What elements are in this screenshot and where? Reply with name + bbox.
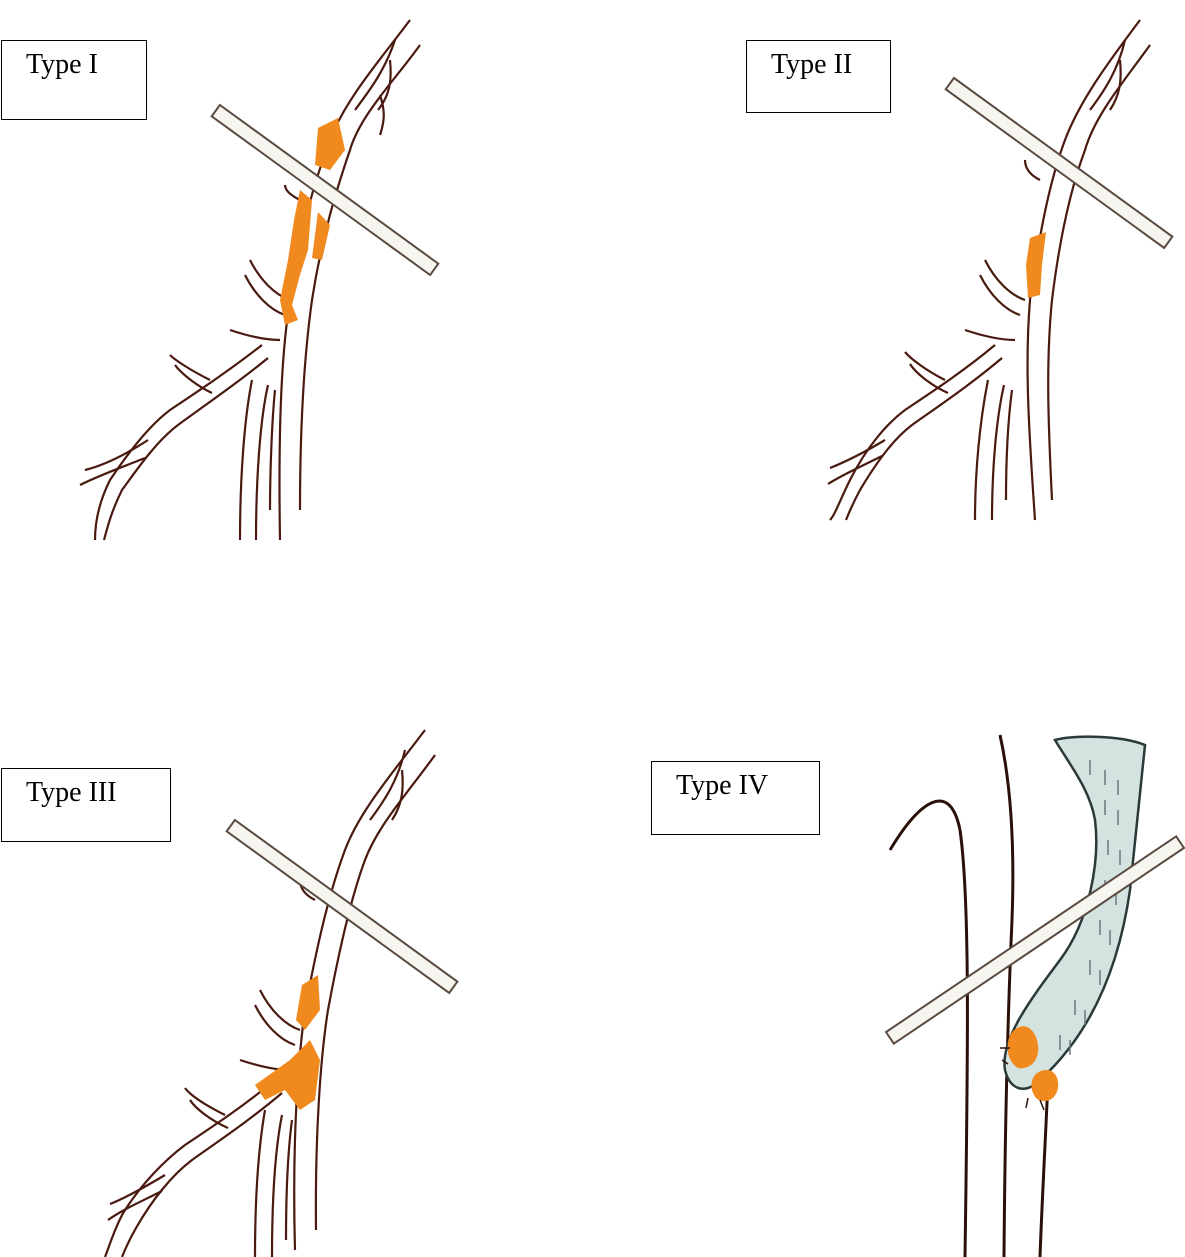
vessel-main-left bbox=[1000, 735, 1013, 1257]
vessel-main-right bbox=[1040, 1080, 1048, 1257]
